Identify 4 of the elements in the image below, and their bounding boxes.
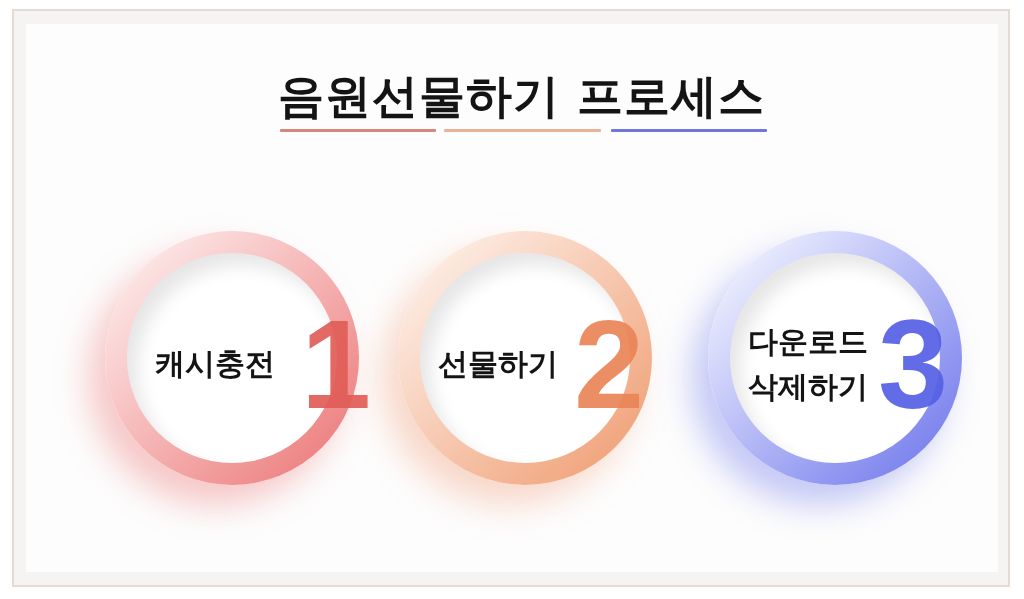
step-label: 선물하기 — [438, 345, 559, 383]
step-label: 캐시충전 — [155, 345, 276, 383]
title: 음원선물하기 프로세스 — [278, 70, 765, 123]
step-label: 다운로드 삭제하기 — [748, 323, 869, 406]
